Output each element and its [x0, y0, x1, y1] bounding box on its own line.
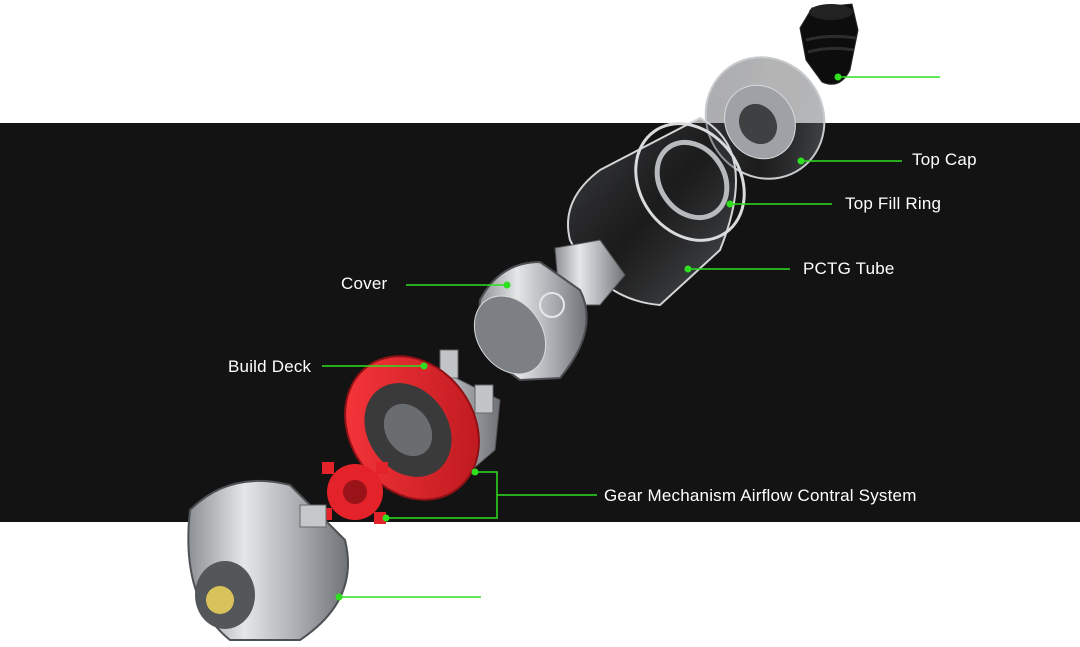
top-fill-ring-dot — [726, 200, 734, 208]
label-gear-mechanism: Gear Mechanism Airflow Contral System — [604, 486, 917, 505]
base-part — [187, 479, 349, 641]
base-dot — [335, 593, 343, 601]
label-top-cap: Top Cap — [912, 150, 977, 169]
cover-part — [473, 239, 626, 382]
airflow-gear-part — [320, 462, 388, 524]
top-cap-dot — [797, 157, 805, 165]
gear-dot — [382, 514, 390, 522]
gear-ring-dot — [471, 468, 479, 476]
cover-dot — [503, 281, 511, 289]
label-pctg-tube: PCTG Tube — [803, 259, 895, 278]
gear-bracket-leader — [386, 471, 498, 519]
drip-tip-dot — [834, 73, 842, 81]
build-deck-dot — [420, 362, 428, 370]
label-cover: Cover — [341, 274, 388, 293]
pctg-tube-dot — [684, 265, 692, 273]
label-build-deck: Build Deck — [228, 357, 312, 376]
drip-tip-part — [799, 3, 859, 85]
label-top-fill-ring: Top Fill Ring — [845, 194, 942, 213]
